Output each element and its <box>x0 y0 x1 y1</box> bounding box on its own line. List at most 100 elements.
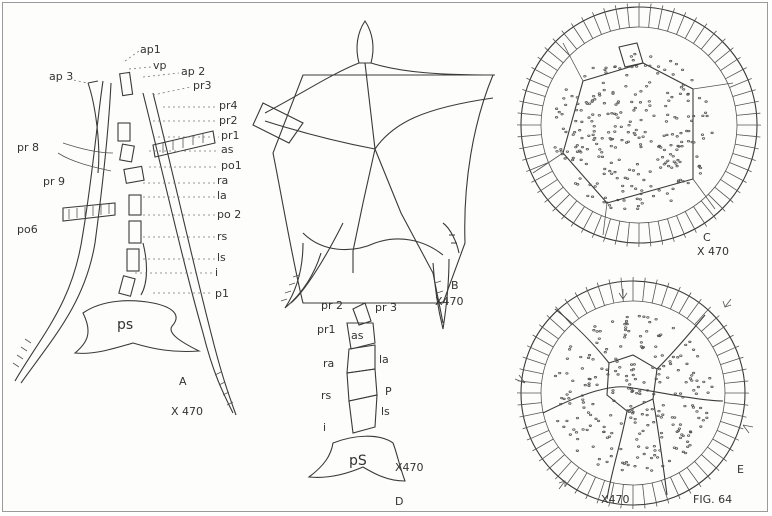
pore-dot <box>592 95 594 97</box>
pore-dot <box>596 384 598 386</box>
pore-dot <box>676 165 678 167</box>
pore-dot <box>650 56 652 58</box>
pore-dot <box>652 195 654 197</box>
pore-dot <box>598 156 600 158</box>
label-as: as <box>221 143 234 156</box>
pore-dot <box>677 159 679 161</box>
pore-dot <box>560 150 562 152</box>
pore-dot <box>587 357 589 359</box>
pore-dot <box>620 126 622 128</box>
pore-dot <box>667 165 669 167</box>
pore-dot <box>596 342 598 344</box>
pore-dot <box>559 372 561 374</box>
pore-dot <box>685 381 687 383</box>
pore-dot <box>645 331 647 333</box>
pore-dot <box>667 160 669 162</box>
pore-dot <box>679 424 681 426</box>
pore-dot <box>569 434 571 436</box>
pore-dot <box>597 420 599 422</box>
pore-dot <box>633 110 635 112</box>
pore-dot <box>689 378 691 380</box>
pore-dot <box>583 407 585 409</box>
pore-dot <box>555 117 557 119</box>
pore-dot <box>643 453 645 455</box>
pore-dot <box>670 200 672 202</box>
pore-dot <box>649 65 651 67</box>
pore-dot <box>639 390 641 392</box>
fringe-ray <box>586 477 596 499</box>
pore-dot <box>585 102 587 104</box>
pore-dot <box>596 183 598 185</box>
pore-dot <box>562 128 564 130</box>
fringe-ray <box>725 68 746 79</box>
pore-dot <box>610 207 612 209</box>
pore-dot <box>669 60 671 62</box>
pore-dot <box>687 140 689 142</box>
pore-dot <box>584 384 586 386</box>
panel-a-diagram <box>13 72 236 415</box>
pore-dot <box>671 134 673 136</box>
pore-dot <box>634 378 636 380</box>
pore-dot <box>676 149 678 151</box>
pore-dot <box>646 414 648 416</box>
fringe-ray <box>553 194 570 211</box>
panel-e-diagram: E X470 <box>515 277 753 509</box>
pore-dot <box>617 374 619 376</box>
pore-dot <box>677 357 679 359</box>
pore-dot <box>668 100 670 102</box>
label-d-ps: pS <box>349 453 367 469</box>
pore-dot <box>672 188 674 190</box>
pore-dot <box>686 441 688 443</box>
pore-dot <box>653 115 655 117</box>
pore-dot <box>566 420 568 422</box>
pore-dot <box>649 171 651 173</box>
pore-dot <box>596 331 598 333</box>
pore-dot <box>603 89 605 91</box>
pore-dot <box>701 134 703 136</box>
fringe-ray <box>538 57 558 70</box>
pore-dot <box>653 454 655 456</box>
pore-dot <box>626 74 628 76</box>
pore-dot <box>677 369 679 371</box>
pore-dot <box>699 167 701 169</box>
fringe-ray <box>545 47 563 62</box>
pore-dot <box>592 114 594 116</box>
pore-dot <box>664 69 666 71</box>
pore-dot <box>576 151 578 153</box>
panel-a-ps-plate <box>75 301 199 354</box>
fringe-ray <box>701 201 716 220</box>
pore-dot <box>625 142 627 144</box>
pore-dot <box>633 364 635 366</box>
label-pr3: pr3 <box>193 79 212 92</box>
pore-dot <box>576 97 578 99</box>
pore-dot <box>631 101 633 103</box>
pore-dot <box>711 386 713 388</box>
fringe-ray <box>575 473 587 494</box>
pore-dot <box>645 85 647 87</box>
fringe-ray <box>693 206 706 226</box>
pore-dot <box>594 326 596 328</box>
pore-dot <box>683 89 685 91</box>
pore-dot <box>647 424 649 426</box>
pore-dot <box>640 119 642 121</box>
fringe-ray <box>713 439 734 451</box>
pore-dot <box>558 111 560 113</box>
pore-dot <box>663 135 665 137</box>
pore-dot <box>629 121 631 123</box>
pore-dot <box>679 437 681 439</box>
pore-dot <box>637 173 639 175</box>
pore-dot <box>669 363 671 365</box>
pore-dot <box>636 208 638 210</box>
pore-dot <box>595 418 597 420</box>
pore-dot <box>648 82 650 84</box>
pore-dot <box>604 69 606 71</box>
pore-dot <box>638 433 640 435</box>
fringe-ray <box>582 17 593 38</box>
pore-dot <box>572 134 574 136</box>
pore-dot <box>593 329 595 331</box>
pore-dot <box>599 149 601 151</box>
pore-dot <box>629 384 631 386</box>
label-i: i <box>215 266 218 279</box>
pore-dot <box>682 397 684 399</box>
fringe-ray <box>707 447 726 461</box>
